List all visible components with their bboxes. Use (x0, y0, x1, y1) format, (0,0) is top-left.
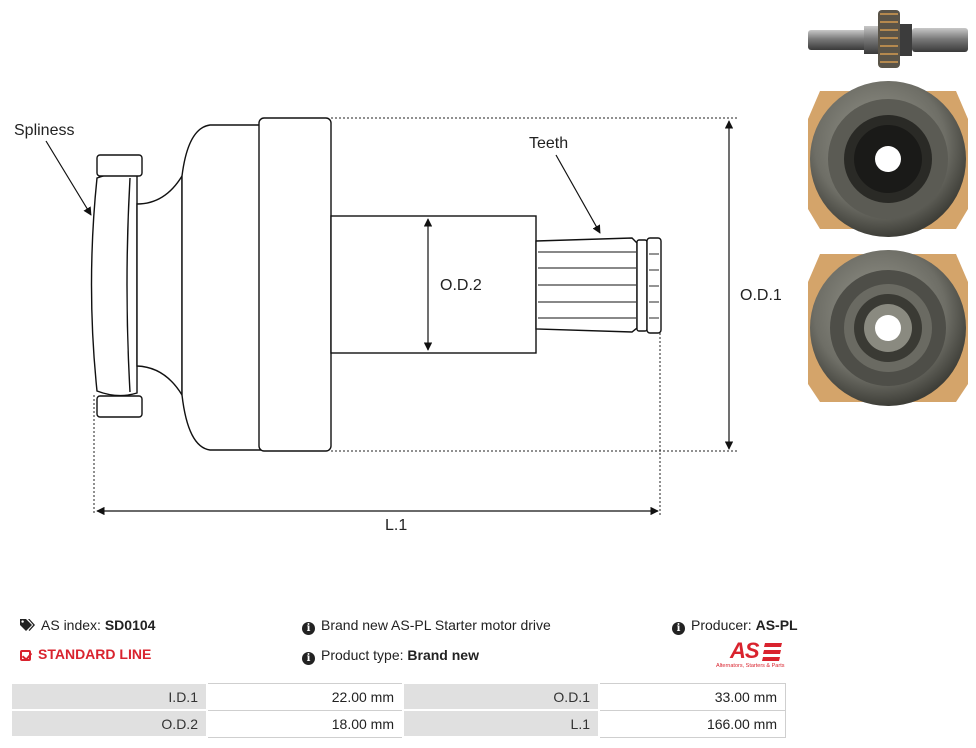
product-type-value: Brand new (407, 647, 479, 663)
spliness-leader (45, 140, 92, 216)
flange (90, 172, 138, 397)
spliness-label: Spliness (14, 122, 74, 139)
as-index-row: AS index: SD0104 (20, 617, 155, 635)
spec-value: 18.00 mm (206, 709, 404, 738)
spec-label: O.D.1 (402, 682, 600, 711)
info-icon: i (302, 622, 315, 635)
flange-inner-edge (126, 177, 131, 393)
producer-value: AS-PL (755, 617, 798, 633)
photo-panel (806, 6, 970, 413)
spec-value: 166.00 mm (598, 709, 786, 738)
clutch-ring (258, 117, 332, 452)
body-waist (136, 173, 183, 398)
od2-label: O.D.2 (440, 277, 482, 294)
producer-label: Producer: (691, 617, 752, 633)
table-row: I.D.1 22.00 mm O.D.1 33.00 mm (10, 682, 786, 711)
spec-label: I.D.1 (10, 682, 208, 711)
logo-tagline: Alternators, Starters & Parts (716, 663, 785, 669)
table-row: O.D.2 18.00 mm L.1 166.00 mm (10, 709, 786, 738)
logo-mark: AS (730, 638, 760, 663)
teeth-leader (555, 154, 601, 234)
pinion-tip (646, 237, 662, 334)
product-photo-front[interactable] (806, 79, 970, 239)
spec-value: 22.00 mm (206, 682, 404, 711)
teeth-label: Teeth (529, 135, 568, 152)
as-index-value: SD0104 (104, 617, 156, 633)
technical-drawing: Spliness Teeth O.D.2 O.D.1 L.1 (14, 117, 782, 534)
as-pl-logo[interactable]: AS Alternators, Starters & Parts (716, 640, 796, 672)
standard-line-label: STANDARD LINE (38, 646, 152, 662)
info-icon: i (672, 622, 685, 635)
l1-label: L.1 (385, 517, 407, 534)
spec-table: I.D.1 22.00 mm O.D.1 33.00 mm O.D.2 18.0… (10, 682, 786, 738)
flange-bottom-tab (96, 395, 143, 418)
product-type-row: i Product type: Brand new (302, 647, 479, 665)
shaft-sleeve (330, 215, 537, 354)
pinion-tooth-lines (538, 251, 659, 319)
spec-value: 33.00 mm (598, 682, 786, 711)
clutch-body (181, 124, 263, 451)
pinion-collar (636, 239, 648, 332)
flange-top-tab (96, 154, 143, 177)
product-type-label: Product type: (321, 647, 404, 663)
producer-row: i Producer: AS-PL (672, 617, 798, 635)
checkbox-icon (20, 650, 31, 661)
description-row: i Brand new AS-PL Starter motor drive (302, 617, 551, 635)
standard-line-badge: STANDARD LINE (20, 646, 151, 662)
tags-icon (20, 619, 35, 635)
extension-lines (93, 117, 737, 515)
as-index-label: AS index: (41, 617, 101, 633)
logo-stripes-icon (762, 643, 782, 661)
od1-label: O.D.1 (740, 287, 782, 304)
info-icon: i (302, 652, 315, 665)
spec-label: L.1 (402, 709, 600, 738)
product-photo-rear[interactable] (806, 248, 970, 408)
spec-label: O.D.2 (10, 709, 208, 738)
product-photo-side[interactable] (806, 6, 970, 72)
product-description: Brand new AS-PL Starter motor drive (321, 617, 551, 633)
